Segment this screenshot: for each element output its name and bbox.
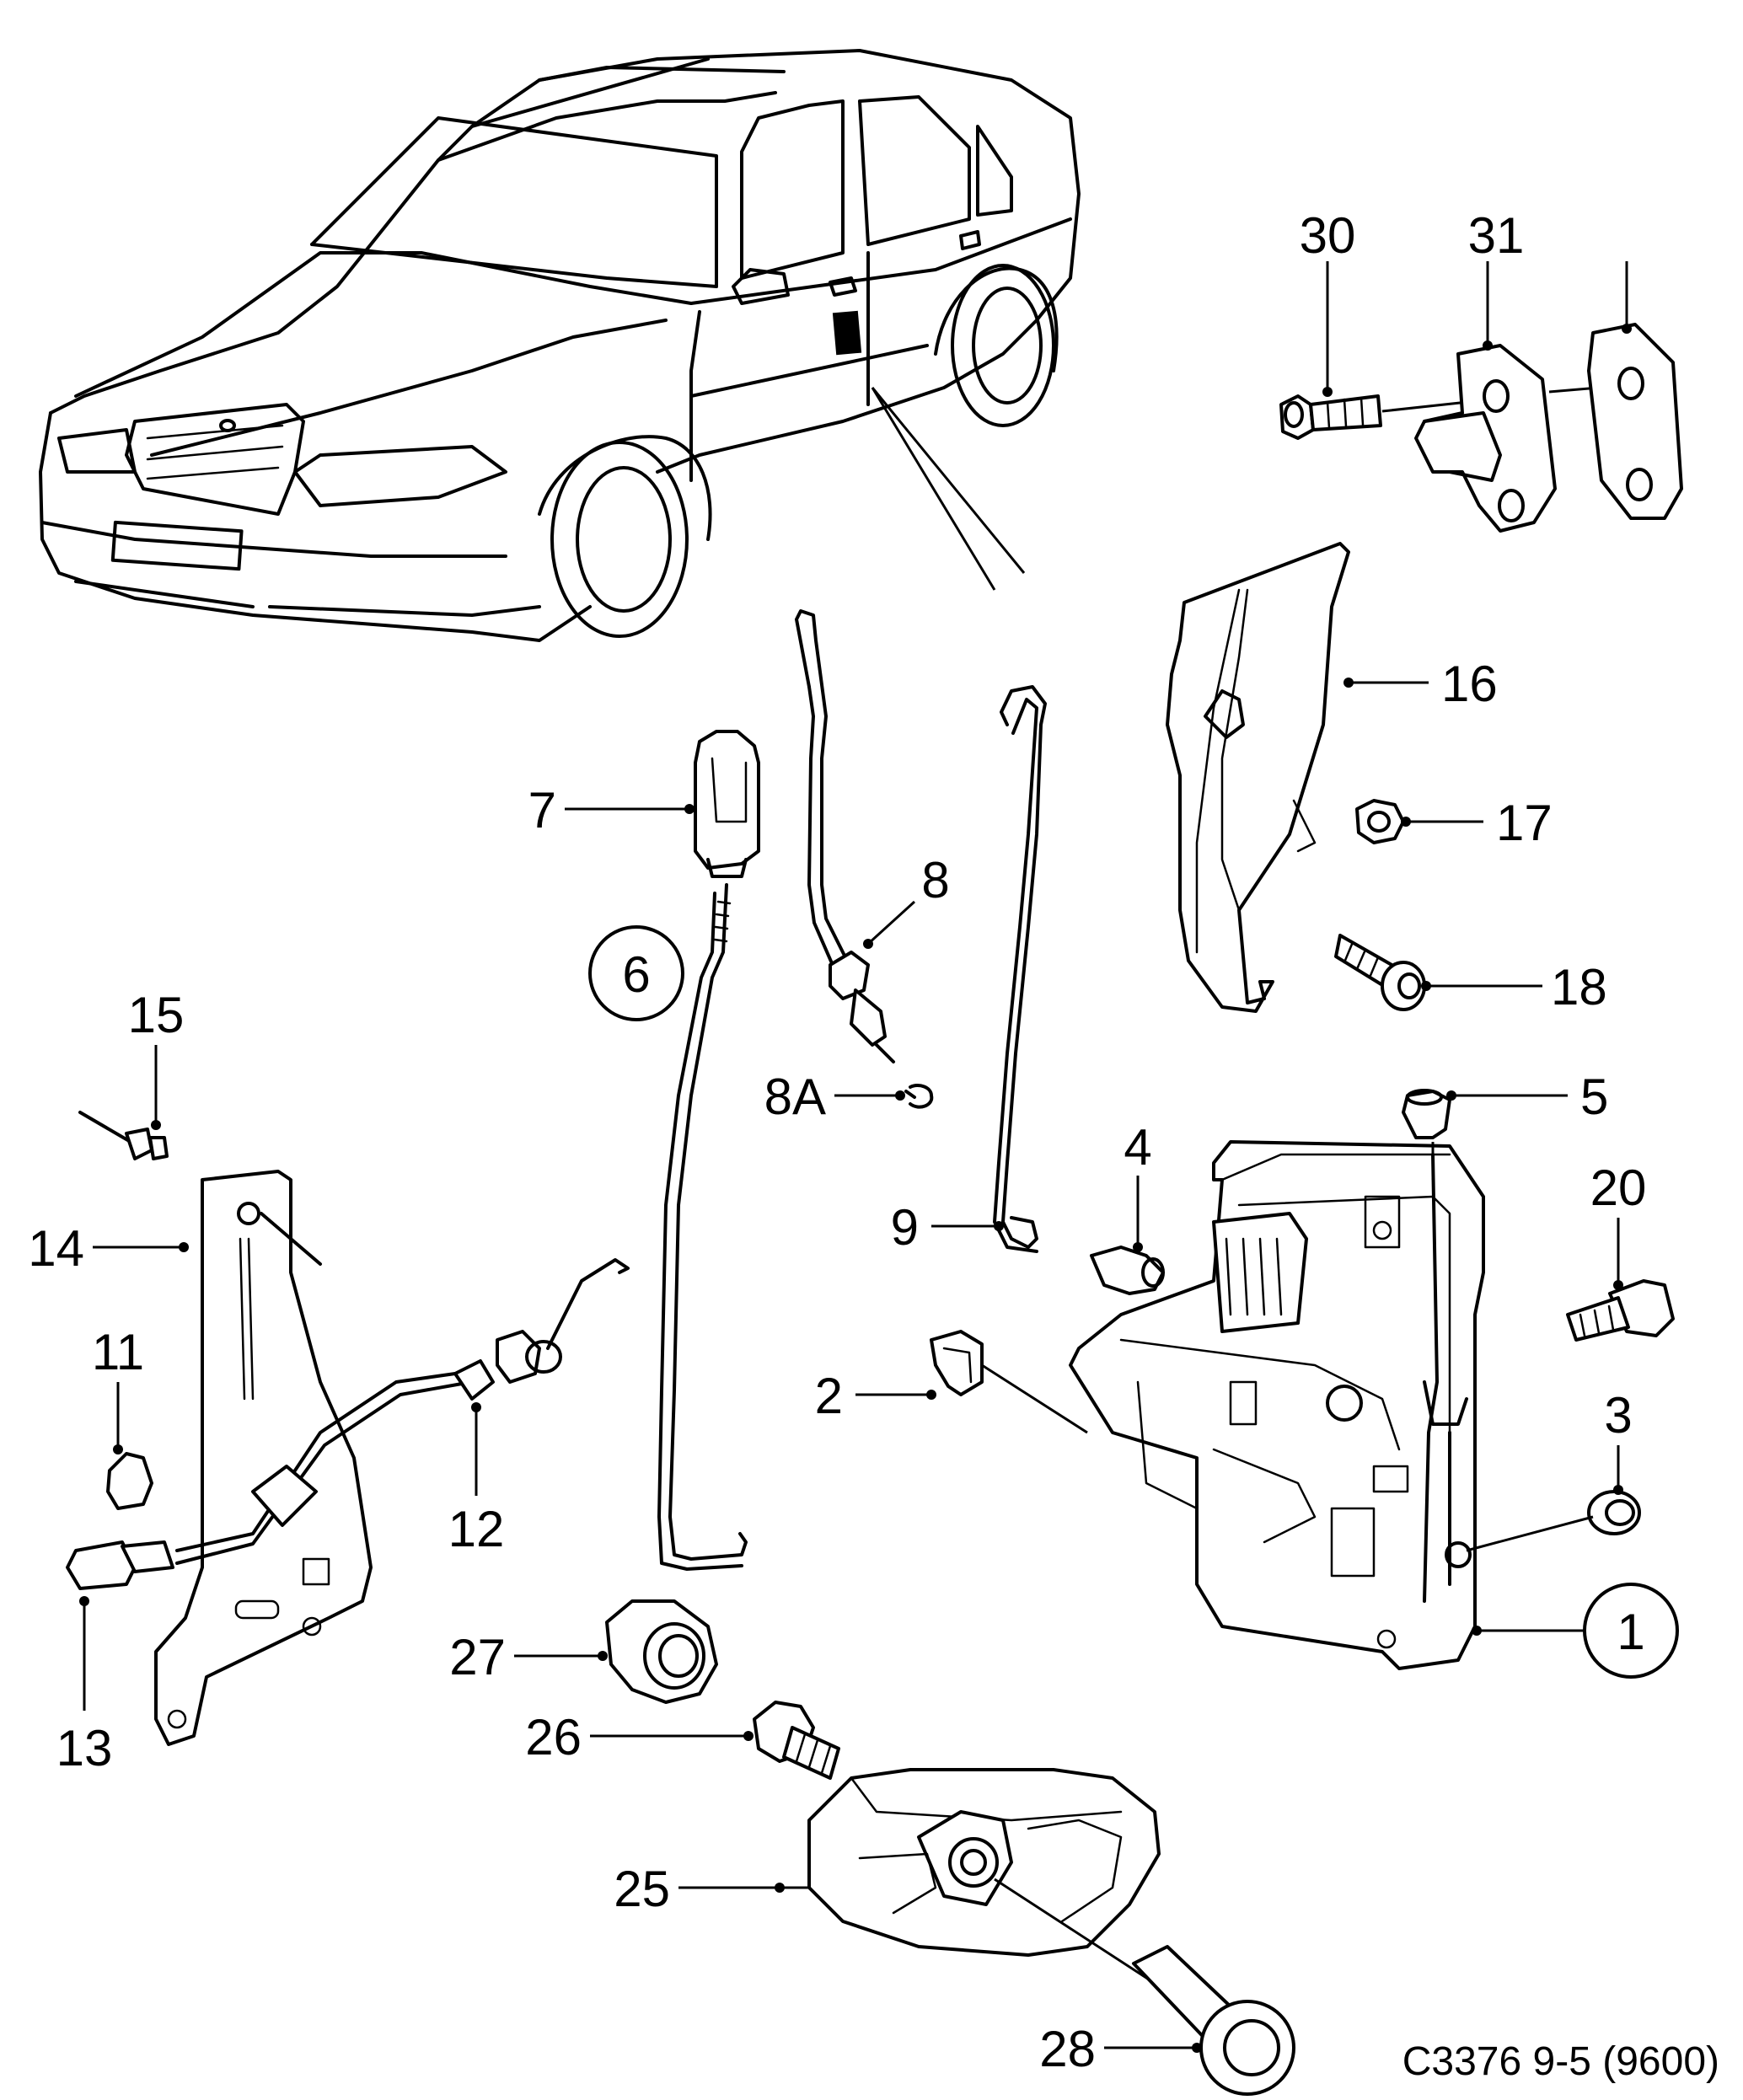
callout-15: 15 [128, 987, 185, 1043]
part-8-rod [795, 609, 895, 1063]
callout-5: 5 [1580, 1069, 1608, 1125]
part-26-screw [753, 1701, 840, 1780]
drawing-id: C3376 9-5 (9600) [1402, 2039, 1719, 2084]
callout-6-circle [588, 925, 684, 1021]
callout-2: 2 [815, 1368, 843, 1424]
callout-8a: 8A [764, 1069, 826, 1125]
callout-labels: 30 31 16 17 18 5 20 3 4 9 2 8 8A 7 15 14… [28, 207, 1679, 2077]
callout-29: 30 [1300, 207, 1356, 264]
part-27-bushing [605, 1599, 718, 1704]
part-9-rod [993, 685, 1047, 1253]
part-3-grommet [1466, 1490, 1641, 1552]
callout-17: 17 [1496, 795, 1553, 851]
car-illustration [39, 49, 1081, 642]
part-4-clip [1090, 1246, 1165, 1295]
callout-6: 6 [622, 946, 650, 1003]
callout-30: 31 [1468, 207, 1525, 264]
part-8a-clip [904, 1084, 934, 1109]
callout-1-circle [1583, 1583, 1679, 1679]
part-14-bracket-plate [154, 1170, 373, 1746]
callout-3: 3 [1604, 1387, 1632, 1444]
callout-20: 20 [1590, 1160, 1647, 1216]
callout-12: 12 [448, 1501, 505, 1557]
cable-assembly [66, 1258, 630, 1590]
part-16-bracket [1166, 542, 1350, 1013]
callout-26: 26 [525, 1709, 582, 1765]
callout-13: 13 [56, 1720, 113, 1776]
callout-25: 25 [614, 1861, 670, 1917]
callout-7: 7 [528, 782, 556, 838]
part-20-screw [1566, 1279, 1675, 1342]
part-11-clip [106, 1452, 153, 1510]
part-25-actuator [784, 1768, 1164, 1990]
callout-9: 9 [891, 1199, 919, 1256]
callout-11: 11 [92, 1324, 144, 1380]
striker-assembly [1279, 323, 1683, 533]
callout-14: 14 [28, 1220, 84, 1277]
callout-8: 8 [921, 852, 949, 908]
central-lock-unit [1069, 1140, 1485, 1670]
callout-18: 18 [1551, 959, 1607, 1015]
callout-28: 28 [1039, 2021, 1096, 2077]
part-15-rivet [78, 1111, 169, 1160]
callout-16: 16 [1441, 656, 1498, 712]
part-28-sleeve [1132, 1945, 1295, 2096]
callout-4: 4 [1124, 1119, 1151, 1176]
leader-lines [79, 261, 1632, 2053]
part-7-knob [694, 730, 760, 878]
part-17-nut [1355, 799, 1405, 844]
part-5-cap [1402, 1089, 1451, 1180]
part-18-bolt [1334, 934, 1426, 1011]
part-2-connector [930, 1330, 1088, 1434]
callout-1: 1 [1617, 1604, 1644, 1660]
callout-27: 27 [449, 1629, 506, 1685]
part-6-lock-rod [657, 883, 748, 1571]
